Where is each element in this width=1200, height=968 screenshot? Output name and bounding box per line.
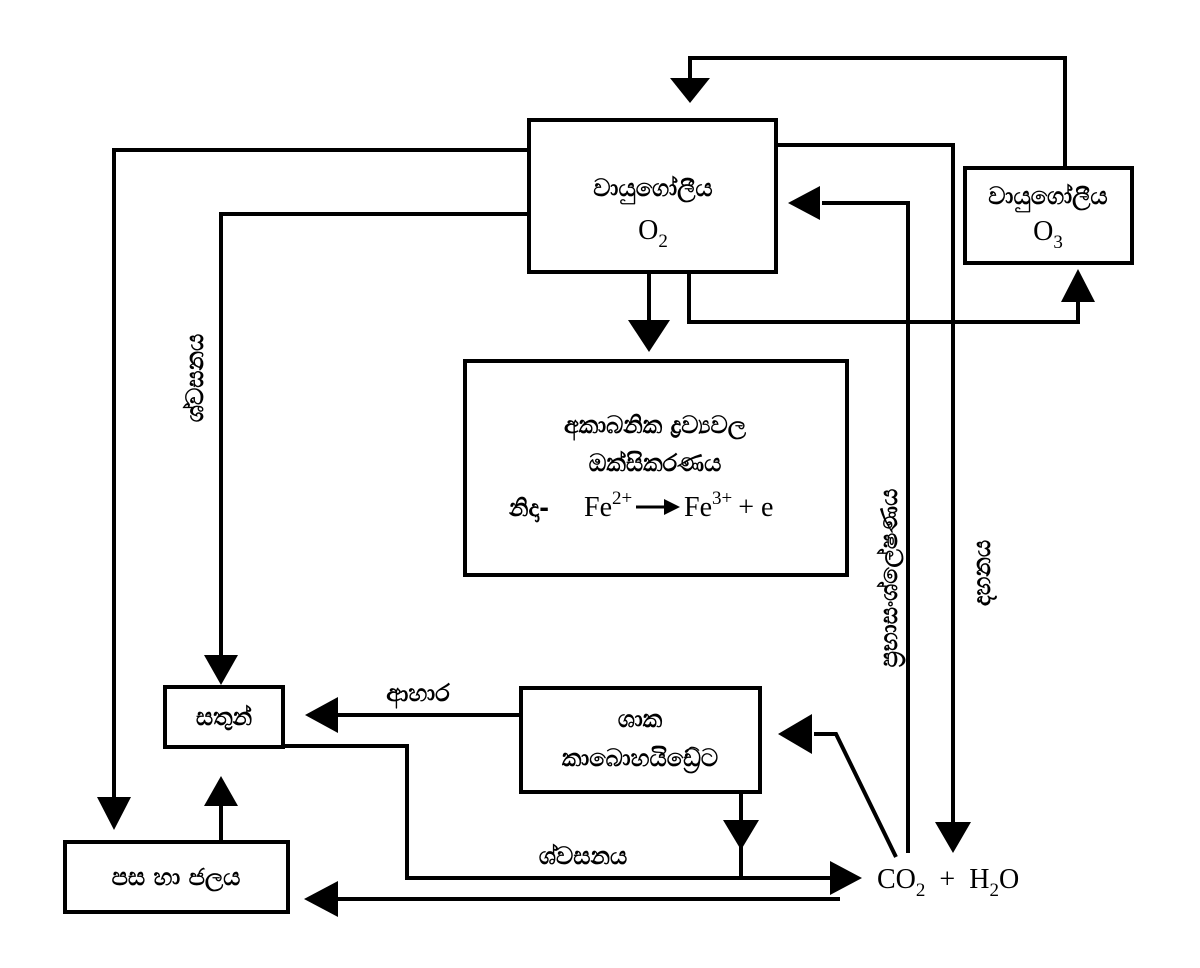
plant-line2: කාබොහයිඩ්‍රේට — [562, 744, 718, 773]
plant-carbohydrate-box — [519, 686, 762, 794]
o2-to-soil-connector — [112, 148, 529, 798]
arrowhead-up-o3 — [1061, 269, 1095, 302]
o2-to-combustion-connector — [776, 143, 955, 827]
respiration-left-label: ශ්වසනය — [181, 334, 209, 422]
plant-line1: ශාක — [618, 705, 663, 733]
atmosphere-o3-formula: O3 — [1033, 216, 1063, 253]
arrowhead-left-plants — [778, 714, 812, 754]
arrowhead-down-o2-top — [670, 78, 710, 103]
animals-label: සතුන් — [196, 703, 252, 731]
arrowhead-up-animals — [204, 776, 238, 806]
photosynthesis-connector — [822, 201, 910, 853]
oxidation-box — [463, 359, 849, 577]
arrowhead-right-co2 — [830, 861, 862, 895]
atmosphere-o2-label: වායුගෝලීය — [593, 174, 712, 204]
photosynthesis-label: ප්‍රභාසංශ්ලේෂණය — [875, 489, 906, 668]
animals-respiration-connector — [283, 744, 832, 880]
oxidation-reaction-arrowhead — [664, 499, 680, 515]
food-label: ආහාර — [386, 679, 450, 709]
combustion-label: දහනය — [968, 540, 998, 606]
o2-to-o3-connector — [687, 273, 1080, 324]
oxidation-example-fe3: Fe3++ e — [684, 488, 773, 523]
oxidation-example-label: නිදා- — [508, 494, 549, 523]
arrowhead-down-oxidation — [628, 320, 670, 352]
arrowhead-left-soil — [304, 881, 338, 917]
o2-to-animals-connector — [219, 212, 529, 657]
arrowhead-down-combustion — [935, 822, 971, 853]
animals-box — [163, 685, 285, 749]
arrowhead-down-soil — [97, 797, 131, 830]
co2-h2o-label: CO2+H2O — [877, 864, 1019, 901]
o3-to-o2-connector — [688, 56, 1067, 168]
soil-water-box — [63, 840, 290, 914]
soil-water-label: පස හා ජලය — [112, 863, 241, 892]
arrowhead-left-food — [305, 697, 338, 733]
arrowhead-down-plants — [723, 820, 759, 850]
atmosphere-o3-box — [963, 166, 1134, 265]
atmosphere-o2-formula: O2 — [638, 215, 668, 252]
oxidation-example-fe2: Fe2+ — [584, 488, 632, 523]
arrowhead-left-o2 — [788, 186, 820, 220]
co2-to-plants-connector — [814, 732, 898, 858]
oxidation-line1: අකාබනික ද්‍රව්‍යවල — [564, 411, 747, 441]
respiration-bottom-label: ශ්වසනය — [539, 842, 627, 870]
atmosphere-o3-label: වායුගෝලීය — [988, 182, 1107, 212]
arrowhead-down-animals — [204, 655, 238, 685]
atmosphere-o2-box — [527, 118, 778, 274]
oxidation-line2: ඔක්සිකරණය — [589, 449, 722, 477]
